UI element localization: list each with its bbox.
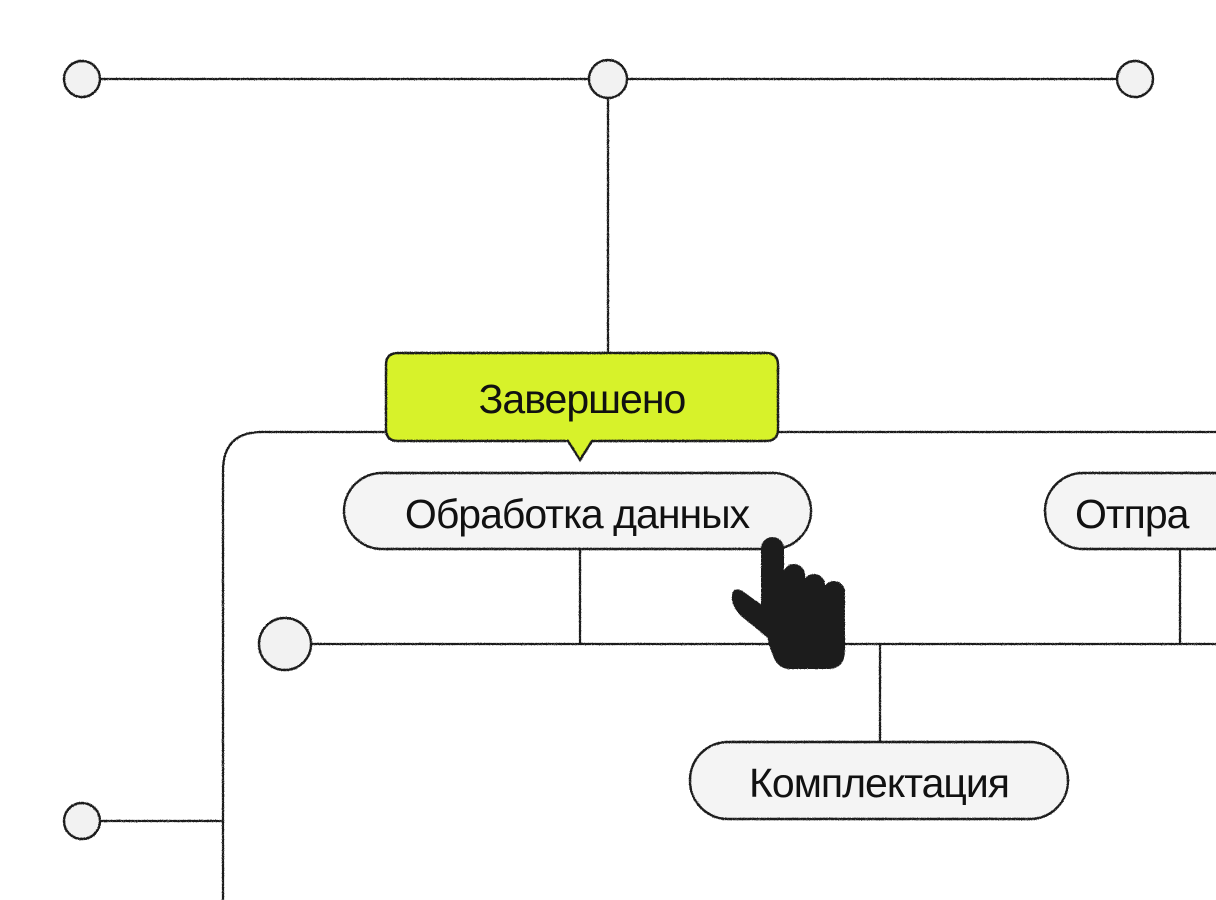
node-picking-label: Комплектация: [749, 760, 1009, 806]
status-tooltip: Завершено: [384, 351, 780, 463]
node-data-processing-pill[interactable]: [342, 471, 813, 551]
node-shipping-label: Отпра: [1075, 491, 1190, 537]
node-picking[interactable]: Комплектация: [688, 740, 1070, 821]
timeline-node-middle[interactable]: [587, 58, 629, 100]
container-outline: [221, 430, 1216, 900]
node-shipping-pill[interactable]: [1043, 471, 1216, 551]
node-data-processing[interactable]: Обработка данных: [342, 471, 813, 551]
node-data-processing-label: Обработка данных: [405, 491, 751, 537]
node-shipping[interactable]: Отпра: [1043, 471, 1216, 551]
node-picking-pill[interactable]: [688, 740, 1070, 821]
timeline-node-right[interactable]: [1115, 59, 1155, 99]
hand-pointer-icon: [731, 537, 845, 669]
inner-node-left[interactable]: [257, 616, 313, 672]
timeline-node-left[interactable]: [62, 59, 102, 99]
status-tooltip-label: Завершено: [479, 376, 686, 422]
bottom-left-node[interactable]: [62, 801, 102, 841]
status-tooltip-bubble: [384, 351, 780, 463]
